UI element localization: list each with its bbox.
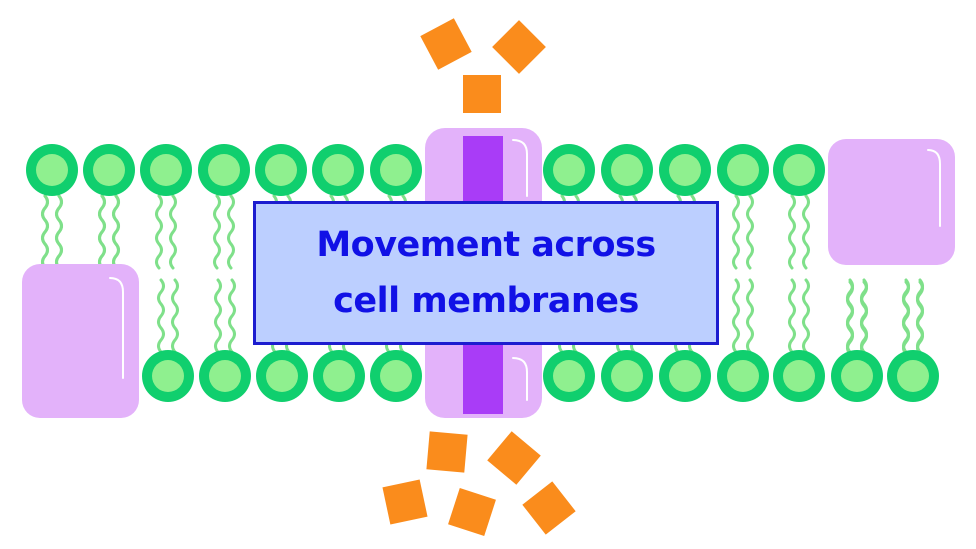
lipid-tail bbox=[802, 278, 810, 354]
lipid-tail bbox=[171, 278, 179, 354]
molecule-particle-icon bbox=[420, 18, 472, 70]
phospholipid-head-inner bbox=[322, 154, 354, 186]
membrane-protein-icon bbox=[22, 264, 139, 418]
lipid-tail bbox=[214, 278, 222, 354]
phospholipid-head-inner bbox=[727, 360, 759, 392]
protein-highlight bbox=[512, 139, 528, 197]
title-box: Movement across cell membranes bbox=[253, 201, 719, 345]
lipid-tail bbox=[732, 278, 740, 354]
phospholipid-head-inner bbox=[669, 360, 701, 392]
lipid-tail bbox=[788, 194, 796, 270]
phospholipid-head-inner bbox=[783, 360, 815, 392]
phospholipid-head-inner bbox=[36, 154, 68, 186]
lipid-tail bbox=[916, 280, 924, 356]
lipid-tail bbox=[213, 194, 221, 270]
lipid-tail bbox=[846, 280, 854, 356]
phospholipid-heads bbox=[26, 144, 939, 402]
phospholipid-head-inner bbox=[611, 154, 643, 186]
lipid-tail bbox=[902, 280, 910, 356]
phospholipid-head-inner bbox=[553, 154, 585, 186]
phospholipid-head-inner bbox=[208, 154, 240, 186]
molecule-particle-icon bbox=[463, 75, 501, 113]
molecule-particle-icon bbox=[382, 479, 428, 525]
molecule-particle-icon bbox=[487, 431, 541, 485]
phospholipid-head-inner bbox=[152, 360, 184, 392]
phospholipid-head-inner bbox=[266, 360, 298, 392]
lipid-tail bbox=[732, 194, 740, 270]
lipid-tail bbox=[41, 194, 49, 270]
phospholipid-head-inner bbox=[380, 360, 412, 392]
phospholipid-head-inner bbox=[150, 154, 182, 186]
lipid-tail bbox=[802, 194, 810, 270]
phospholipid-head-inner bbox=[783, 154, 815, 186]
lipid-tail bbox=[746, 278, 754, 354]
membrane-protein-icon bbox=[828, 139, 955, 265]
protein-highlight bbox=[927, 149, 941, 227]
phospholipid-head-inner bbox=[553, 360, 585, 392]
phospholipid-head-inner bbox=[897, 360, 929, 392]
lipid-tail bbox=[788, 278, 796, 354]
molecule-particle-icon bbox=[448, 488, 496, 536]
lipid-tail bbox=[746, 194, 754, 270]
molecule-particle-icon bbox=[492, 20, 546, 74]
phospholipid-head-inner bbox=[669, 154, 701, 186]
protein-highlight bbox=[512, 357, 528, 401]
phospholipid-head-inner bbox=[265, 154, 297, 186]
protein-highlight bbox=[109, 277, 124, 379]
lipid-tail bbox=[55, 194, 63, 270]
title-line-1: Movement across bbox=[316, 225, 656, 265]
phospholipid-head-inner bbox=[727, 154, 759, 186]
particles bbox=[382, 18, 576, 536]
phospholipid-head-inner bbox=[611, 360, 643, 392]
molecule-particle-icon bbox=[522, 481, 576, 535]
title-line-2: cell membranes bbox=[333, 281, 639, 321]
phospholipid-head-inner bbox=[209, 360, 241, 392]
lipid-tail bbox=[98, 194, 106, 270]
lipid-tail bbox=[228, 278, 236, 354]
phospholipid-head-inner bbox=[841, 360, 873, 392]
molecule-particle-icon bbox=[426, 431, 468, 473]
phospholipid-head-inner bbox=[93, 154, 125, 186]
lipid-tail bbox=[227, 194, 235, 270]
lipid-tail bbox=[155, 194, 163, 270]
phospholipid-head-inner bbox=[323, 360, 355, 392]
phospholipid-head-inner bbox=[380, 154, 412, 186]
lipid-tail bbox=[860, 280, 868, 356]
lipid-tail bbox=[169, 194, 177, 270]
lipid-tail bbox=[157, 278, 165, 354]
lipid-tail bbox=[112, 194, 120, 270]
